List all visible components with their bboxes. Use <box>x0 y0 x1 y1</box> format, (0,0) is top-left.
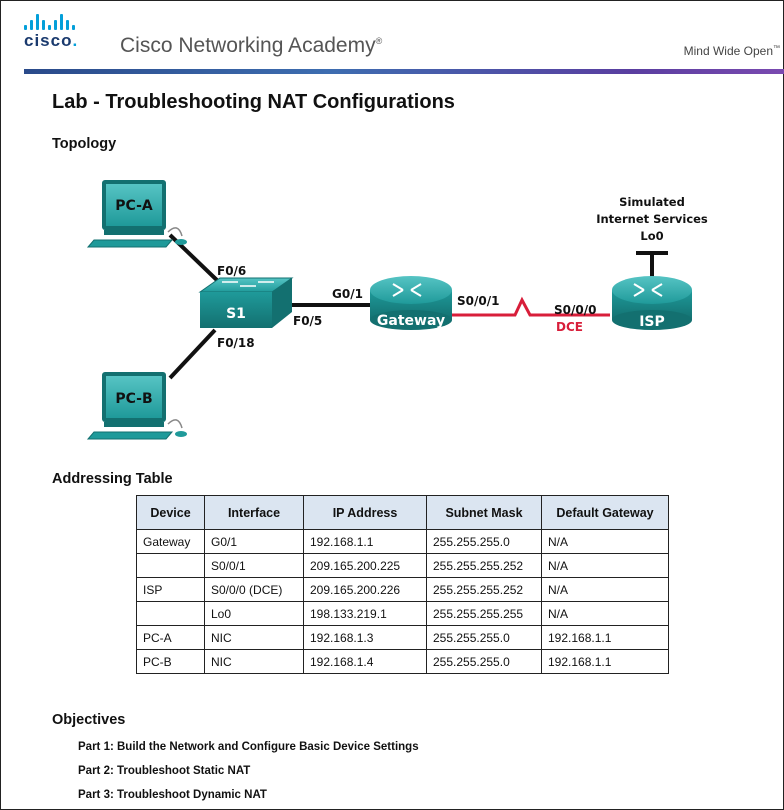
isp-router-icon <box>612 276 692 330</box>
pc-a-icon <box>86 180 187 248</box>
pc-b-icon <box>86 372 187 440</box>
ethernet-link-pcb-s1 <box>168 328 217 380</box>
table-cell: 198.133.219.1 <box>303 601 427 626</box>
academy-title: Cisco Networking Academy® <box>120 34 383 57</box>
serial-link-gateway-isp <box>450 296 610 317</box>
column-header: Subnet Mask <box>426 495 542 530</box>
loopback-link <box>636 251 668 280</box>
table-cell: 255.255.255.0 <box>426 529 542 554</box>
table-cell: N/A <box>541 577 669 602</box>
table-cell: S0/0/0 (DCE) <box>204 577 304 602</box>
port-label-f018: F0/18 <box>217 336 255 350</box>
gateway-label: Gateway <box>377 313 445 329</box>
table-cell: 209.165.200.225 <box>303 553 427 578</box>
table-cell: 255.255.255.252 <box>426 577 542 602</box>
dce-label: DCE <box>556 320 583 334</box>
cisco-wordmark: cisco. <box>24 31 79 50</box>
page-title: Lab - Troubleshooting NAT Configurations <box>52 91 455 113</box>
table-cell: Gateway <box>136 529 205 554</box>
table-cell: 192.168.1.1 <box>541 649 669 674</box>
table-cell: PC-A <box>136 625 205 650</box>
cisco-logo: cisco. <box>24 14 78 51</box>
port-label-f05: F0/5 <box>293 314 322 328</box>
port-label-f06: F0/6 <box>217 264 246 278</box>
header-rule <box>24 69 784 74</box>
internet-label-line1: Simulated <box>619 195 685 209</box>
table-cell: 192.168.1.1 <box>541 625 669 650</box>
gateway-router-icon <box>370 276 452 330</box>
table-cell: 255.255.255.0 <box>426 649 542 674</box>
isp-label: ISP <box>639 314 665 330</box>
table-cell: 209.165.200.226 <box>303 577 427 602</box>
port-label-s000: S0/0/0 <box>554 303 596 317</box>
objective-item: Part 2: Troubleshoot Static NAT <box>78 765 251 777</box>
addressing-heading: Addressing Table <box>52 471 173 487</box>
objectives-heading: Objectives <box>52 712 126 728</box>
topology-diagram: PC-A PC-B S1 Gateway ISP F0/6 F0/5 F0/18… <box>86 180 708 440</box>
table-cell: 192.168.1.1 <box>303 529 427 554</box>
internet-label-line2: Internet Services <box>596 212 708 226</box>
table-cell: G0/1 <box>204 529 304 554</box>
pc-b-label: PC-B <box>115 391 152 407</box>
objective-item: Part 3: Troubleshoot Dynamic NAT <box>78 789 267 801</box>
table-cell: 192.168.1.3 <box>303 625 427 650</box>
column-header: Interface <box>204 495 304 530</box>
table-cell <box>136 553 205 578</box>
table-cell: 192.168.1.4 <box>303 649 427 674</box>
table-cell <box>136 601 205 626</box>
table-cell: 255.255.255.255 <box>426 601 542 626</box>
topology-heading: Topology <box>52 136 117 152</box>
tagline: Mind Wide Open™ <box>683 44 780 58</box>
column-header: Default Gateway <box>541 495 669 530</box>
page-header: cisco. Cisco Networking Academy® Mind Wi… <box>0 0 784 74</box>
column-header: IP Address <box>303 495 427 530</box>
switch-s1-label: S1 <box>226 306 246 322</box>
table-cell: 255.255.255.252 <box>426 553 542 578</box>
table-cell: NIC <box>204 649 304 674</box>
table-cell: Lo0 <box>204 601 304 626</box>
table-cell: N/A <box>541 601 669 626</box>
switch-s1-icon <box>198 277 294 328</box>
internet-label-line3: Lo0 <box>640 229 663 243</box>
objective-item: Part 1: Build the Network and Configure … <box>78 741 419 753</box>
addressing-table: Device Interface IP Address Subnet Mask … <box>136 495 669 674</box>
pc-a-label: PC-A <box>115 198 153 214</box>
table-cell: N/A <box>541 553 669 578</box>
table-header-row: Device Interface IP Address Subnet Mask … <box>136 495 669 530</box>
table-cell: NIC <box>204 625 304 650</box>
port-label-s001: S0/0/1 <box>457 294 499 308</box>
table-cell: ISP <box>136 577 205 602</box>
table-cell: 255.255.255.0 <box>426 625 542 650</box>
table-cell: PC-B <box>136 649 205 674</box>
cisco-bars-icon <box>24 14 78 30</box>
table-cell: N/A <box>541 529 669 554</box>
port-label-g01: G0/1 <box>332 287 363 301</box>
column-header: Device <box>136 495 205 530</box>
table-cell: S0/0/1 <box>204 553 304 578</box>
